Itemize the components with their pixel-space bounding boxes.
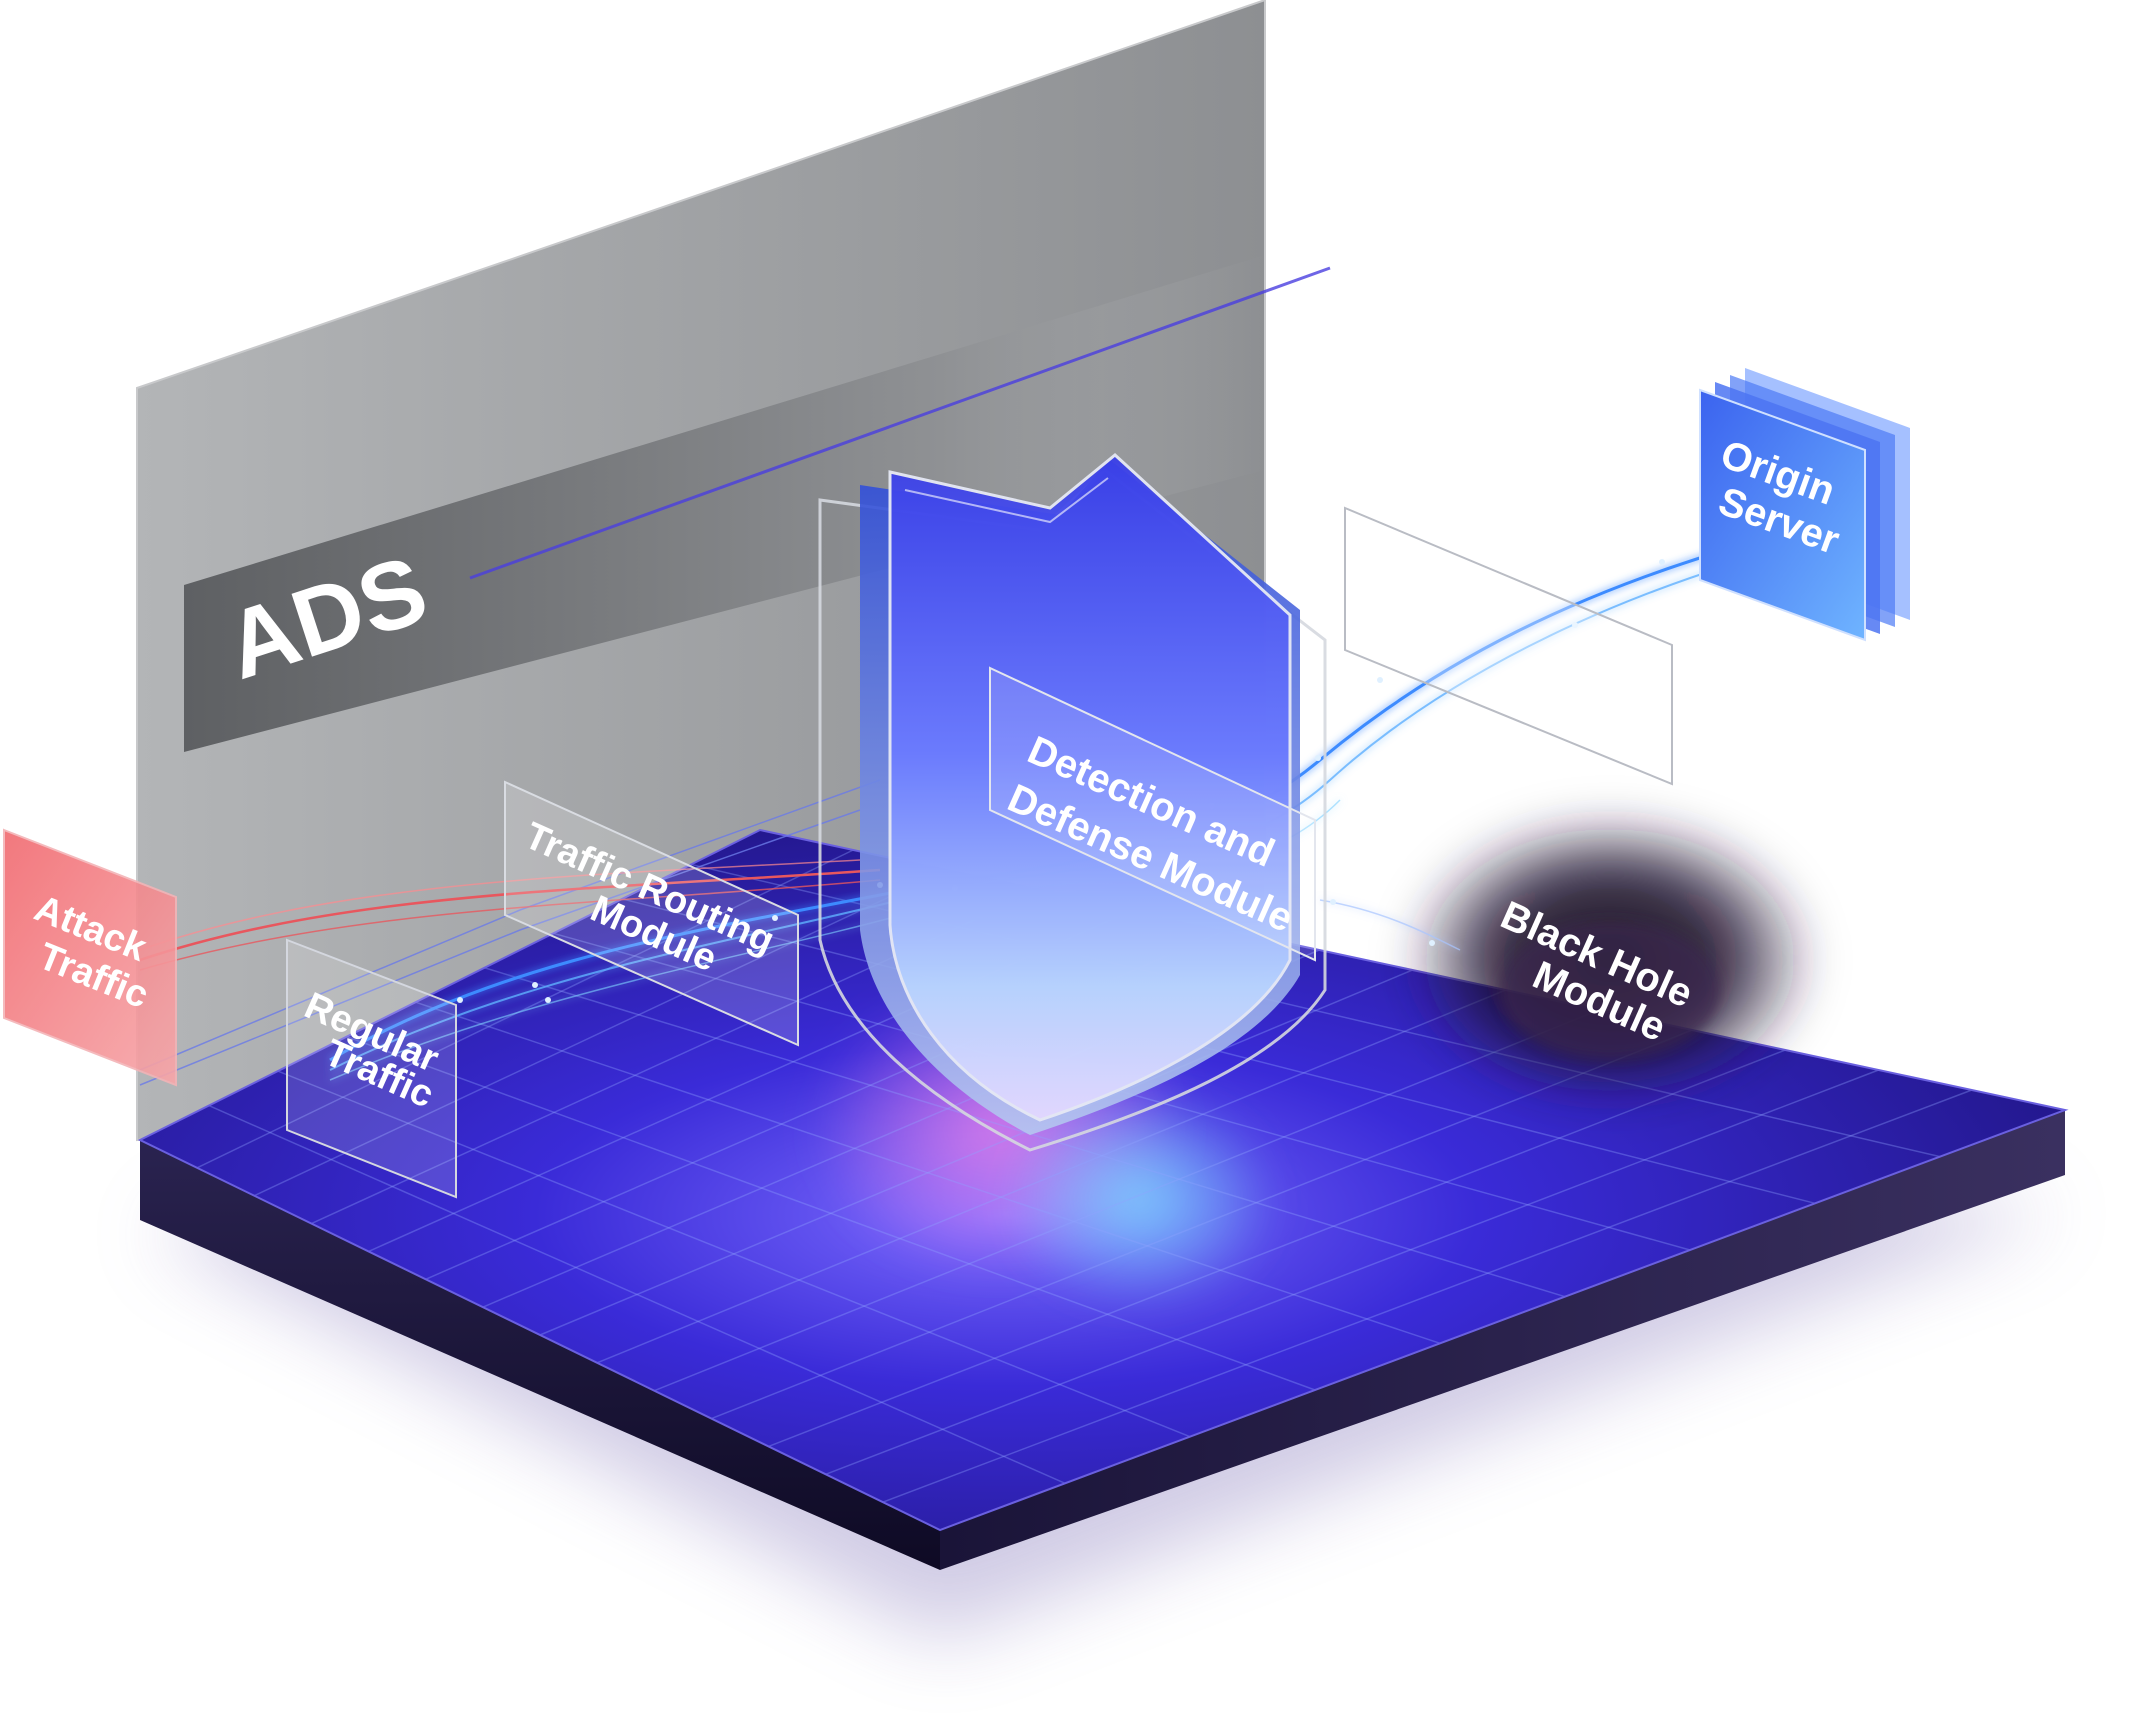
grid-line — [596, 989, 1506, 1364]
grid-line — [346, 1035, 1316, 1391]
platform-top — [137, 828, 2069, 1532]
grid-line — [196, 849, 854, 1169]
regular-traffic-card: Regular Traffic — [286, 938, 457, 1199]
platform-side-left — [140, 1140, 940, 1570]
grid-line — [882, 1089, 1973, 1503]
grid-line — [208, 1104, 1066, 1485]
grid-line — [825, 1069, 1879, 1475]
edge-guide-lines — [139, 779, 881, 1086]
ads-title-band — [184, 255, 1265, 752]
grid-line — [768, 1049, 1786, 1448]
grid-line — [539, 969, 1413, 1336]
attack-traffic-card: Attack Traffic — [3, 828, 177, 1087]
shield-icon — [818, 453, 1327, 1152]
grid-line — [277, 1070, 1191, 1438]
black-hole-icon — [1400, 810, 1820, 1110]
attack-traffic-flow — [139, 859, 881, 971]
wall-accent-line — [469, 266, 1331, 580]
grid-line — [415, 1001, 1441, 1345]
grid-line — [654, 1009, 1600, 1392]
blank-glass-panel — [1344, 506, 1673, 786]
grid-line — [253, 869, 947, 1197]
grid-line — [484, 967, 1566, 1298]
server-stack-icon: Origin Server — [1699, 368, 1910, 642]
platform-side-right — [940, 1110, 2065, 1570]
